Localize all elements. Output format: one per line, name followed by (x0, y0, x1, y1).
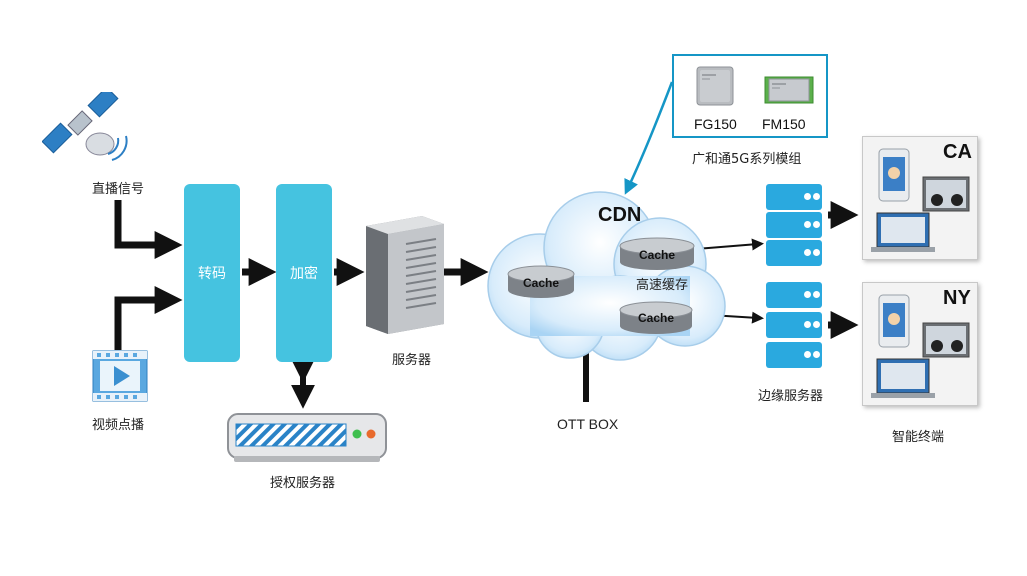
cache-label-bottom: Cache (637, 311, 675, 325)
transcode-label: 转码 (198, 266, 226, 282)
arrow-live-to-transcode (114, 200, 183, 259)
terminal-panel-ca: CA (862, 136, 978, 260)
module-box: FG150 FM150 (672, 54, 828, 138)
edge-server-unit (766, 240, 822, 266)
arrow-module-to-cdn (624, 81, 674, 195)
satellite-icon (42, 92, 128, 161)
terminal-panel-ny: NY (862, 282, 978, 406)
vod-label: 视频点播 (92, 418, 145, 433)
arrow-cache-to-edge-top (695, 238, 764, 251)
cache-cylinder-left (507, 265, 575, 298)
server-tower-icon (366, 216, 444, 334)
auth-server-label: 授权服务器 (270, 476, 336, 491)
fm150-module-icon (764, 76, 814, 104)
encrypt-label: 加密 (290, 266, 318, 282)
encrypt-block: 加密 (276, 184, 332, 362)
transcode-block: 转码 (184, 184, 240, 362)
live-signal-label: 直播信号 (92, 182, 145, 197)
cache-cylinder-bottom (619, 301, 693, 334)
edge-server-unit (766, 184, 822, 210)
server-label: 服务器 (392, 353, 432, 368)
ott-box-label: OTT BOX (557, 416, 619, 432)
high-speed-cache-label: 高速缓存 (636, 278, 689, 293)
cache-label-top: Cache (638, 248, 676, 262)
edge-server-unit (766, 212, 822, 238)
cache-cylinder-top (619, 237, 695, 270)
edge-server-unit (766, 312, 822, 338)
edge-servers-label: 边缘服务器 (758, 389, 824, 404)
module-fg150-label: FG150 (694, 116, 737, 132)
cache-label-left: Cache (522, 276, 560, 290)
arrow-vod-to-transcode (114, 286, 183, 350)
edge-server-unit (766, 342, 822, 368)
devices-icon (871, 148, 970, 252)
devices-icon (871, 294, 970, 398)
video-file-icon (92, 350, 148, 402)
region-label-ca: CA (943, 141, 972, 163)
auth-server-icon (227, 413, 387, 462)
cdn-title: CDN (598, 204, 642, 226)
module-fm150-label: FM150 (762, 116, 806, 132)
region-label-ny: NY (943, 287, 971, 309)
terminals-label: 智能终端 (892, 430, 945, 445)
fg150-module-icon (696, 66, 734, 106)
module-caption: 广和通5G系列模组 (692, 152, 802, 167)
edge-server-unit (766, 282, 822, 308)
